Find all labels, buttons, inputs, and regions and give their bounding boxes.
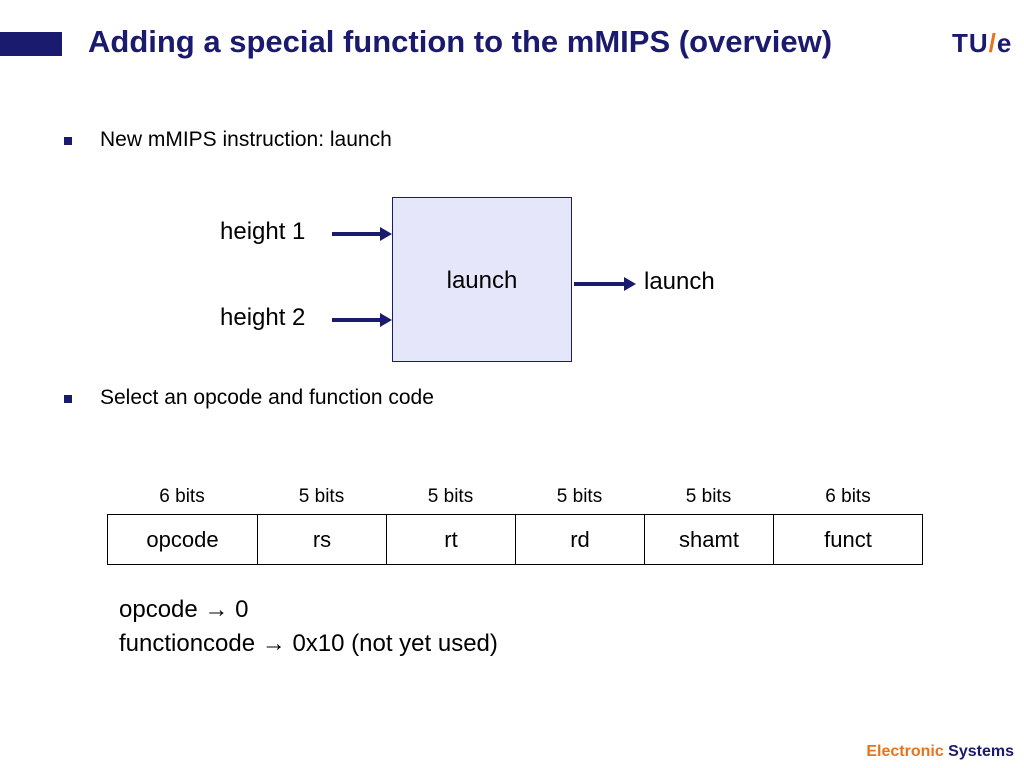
field-shamt: shamt: [645, 515, 774, 564]
bits-label-shamt: 5 bits: [685, 486, 732, 507]
bullet-square-icon: [64, 137, 72, 145]
instruction-format-table: opcode rs rt rd shamt funct: [107, 514, 923, 565]
logo-part1: TU: [952, 28, 989, 58]
launch-block-label: launch: [446, 267, 518, 294]
bits-label-funct: 6 bits: [825, 486, 871, 507]
field-rd: rd: [516, 515, 645, 564]
field-opcode: opcode: [108, 515, 258, 564]
bullet-text: Select an opcode and function code: [100, 386, 434, 409]
bits-label-rs: 5 bits: [298, 486, 345, 507]
output-arrow-line: [574, 282, 626, 286]
arrow-head-icon: [380, 227, 392, 241]
bits-label-rd: 5 bits: [556, 486, 603, 507]
input-arrow-line: [332, 318, 382, 322]
logo-slash: /: [988, 28, 997, 58]
logo-part2: e: [996, 28, 1013, 58]
note-functioncode: functioncode → 0x10 (not yet used): [119, 630, 498, 657]
field-rt: rt: [387, 515, 516, 564]
bits-label-opcode: 6 bits: [159, 486, 205, 507]
output-label-launch: launch: [644, 268, 715, 295]
bullet-square-icon: [64, 395, 72, 403]
slide-title: Adding a special function to the mMIPS (…: [88, 24, 833, 59]
bits-label-rt: 5 bits: [427, 486, 474, 507]
footer-accent: Electronic: [866, 743, 944, 760]
input-label-height-2: height 2: [220, 304, 306, 331]
footer-main: Systems: [948, 743, 1014, 760]
field-rs: rs: [258, 515, 387, 564]
note-opcode: opcode → 0: [119, 596, 249, 623]
launch-block: [392, 197, 572, 362]
title-accent-bar: [0, 32, 62, 56]
input-label-height-1: height 1: [220, 218, 306, 245]
bullet-text: New mMIPS instruction: launch: [100, 128, 392, 151]
field-funct: funct: [824, 526, 872, 552]
footer-brand: Electronic Systems: [866, 743, 1014, 761]
arrow-head-icon: [624, 277, 636, 291]
tue-logo: TU/e: [952, 28, 1012, 59]
arrow-head-icon: [380, 313, 392, 327]
input-arrow-line: [332, 232, 382, 236]
